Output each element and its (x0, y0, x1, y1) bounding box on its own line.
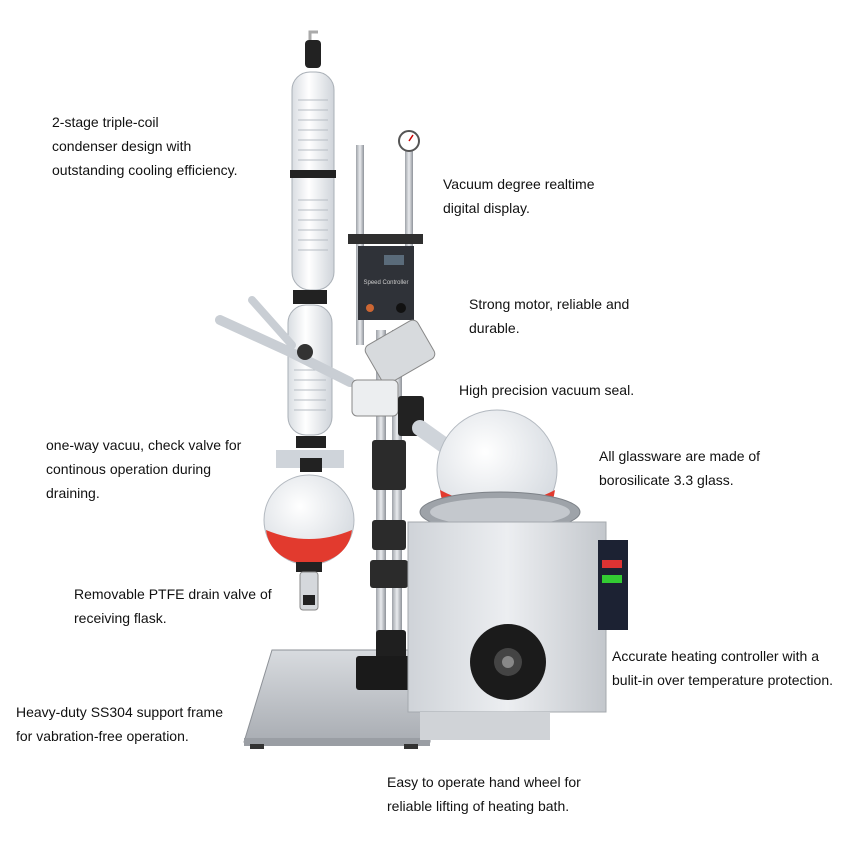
support-column (348, 145, 423, 690)
annotation-vacuum-display: Vacuum degree realtime digital display. (443, 176, 595, 216)
annotation-support-frame: Heavy-duty SS304 support frame for vabra… (16, 704, 223, 744)
annotation-vacuum-seal: High precision vacuum seal. (459, 382, 635, 398)
annotation-glassware: All glassware are made of borosilicate 3… (599, 448, 761, 488)
speed-controller-box (358, 246, 414, 320)
annotation-check-valve: one-way vacuu, check valve for continous… (46, 437, 242, 501)
annotation-heating-controller: Accurate heating controller with a bulit… (612, 648, 833, 688)
annotation-condenser: 2-stage triple-coil condenser design wit… (52, 114, 238, 178)
receiving-flask (263, 450, 355, 611)
controller-panel-label: Speed Controller (363, 280, 408, 286)
heating-bath (407, 491, 628, 740)
inlet-tubes (215, 296, 355, 387)
annotation-motor: Strong motor, reliable and durable. (469, 296, 630, 336)
annotation-drain-valve: Removable PTFE drain valve of receiving … (74, 586, 272, 626)
annotation-hand-wheel: Easy to operate hand wheel for reliable … (387, 774, 581, 814)
condenser (287, 30, 336, 448)
vacuum-gauge (398, 130, 420, 152)
